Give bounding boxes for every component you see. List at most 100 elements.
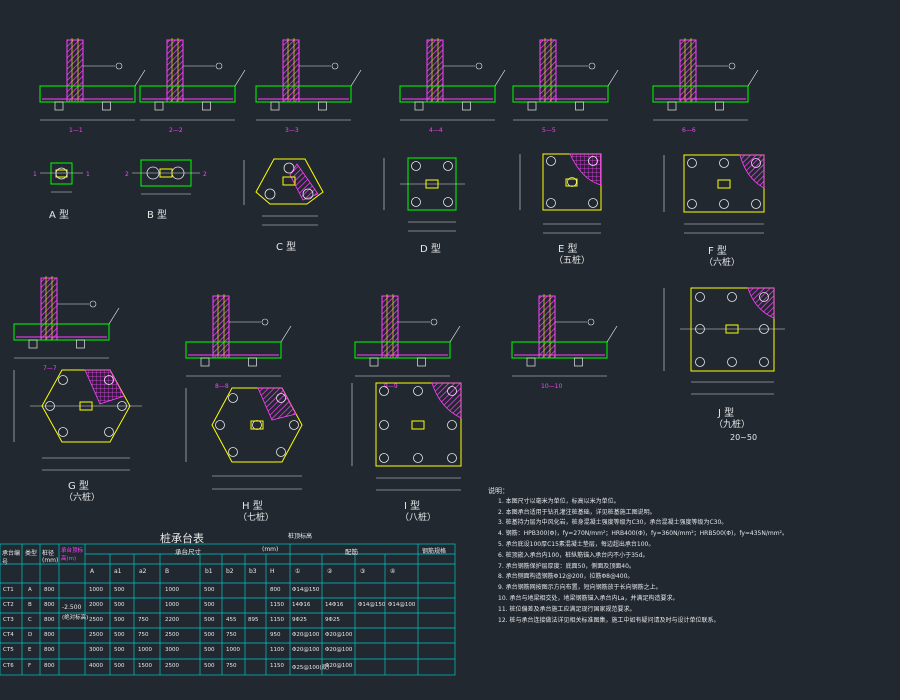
plan-sublabel-g: （六桩） bbox=[64, 493, 101, 503]
plan-label-c: C 型 bbox=[276, 242, 297, 253]
plan-d bbox=[383, 157, 465, 232]
section-drawing: 5—5 bbox=[512, 38, 619, 134]
notes-title: 说明： bbox=[488, 487, 509, 495]
section-label: 5—5 bbox=[542, 127, 556, 134]
table-header-remark: 钢筋规格 bbox=[422, 548, 447, 555]
svg-text:1: 1 bbox=[86, 171, 90, 178]
plan-g bbox=[13, 369, 142, 471]
table-col-header: B bbox=[165, 568, 170, 575]
table-cell: 4000 bbox=[89, 663, 103, 669]
table-cell: 14Φ16 bbox=[325, 602, 344, 608]
note-line: 7. 承台钢筋保护层厚度：底面50，侧面及顶面40。 bbox=[498, 562, 635, 570]
table-cell: 1500 bbox=[138, 663, 152, 669]
table-cell: 800 bbox=[44, 632, 55, 638]
section-label: 8—8 bbox=[215, 383, 229, 390]
table-cell: 500 bbox=[114, 617, 125, 623]
table-cell: 1000 bbox=[165, 587, 179, 593]
note-line: 9. 承台钢筋网按图示方向布置，短向钢筋放于长向钢筋之上。 bbox=[498, 584, 662, 592]
note-line: 10. 承台与地梁相交处，地梁钢筋锚入承台内La，并满足构造要求。 bbox=[498, 594, 679, 602]
table-cell: 500 bbox=[114, 663, 125, 669]
table-cell: 455 bbox=[226, 617, 237, 623]
note-line: 4. 钢筋：HPB300(Φ)，fy=270N/mm²；HRB400(Φ)，fy… bbox=[498, 530, 788, 538]
table-cell: 500 bbox=[114, 602, 125, 608]
table-cell: 9Φ25 bbox=[292, 617, 307, 623]
plan-j bbox=[663, 287, 785, 395]
table-cell: F bbox=[28, 663, 32, 669]
table-cell: CT6 bbox=[3, 663, 14, 669]
table-cell: 2000 bbox=[89, 602, 103, 608]
table-cell: A bbox=[28, 587, 32, 593]
table-cell: CT2 bbox=[3, 602, 14, 608]
table-cell: CT3 bbox=[3, 617, 14, 623]
section-drawing: 7—7 bbox=[13, 276, 120, 372]
table-col-header: b2 bbox=[226, 568, 234, 575]
plan-label-d: D 型 bbox=[420, 244, 441, 255]
table-cell: 14Φ16 bbox=[292, 602, 311, 608]
notes-block: 说明： 1. 本图尺寸以毫米为单位，标高以米为单位。2. 本图承台适用于钻孔灌注… bbox=[488, 486, 896, 626]
plan-sublabel-i: （八桩） bbox=[400, 513, 437, 523]
table-header-no: 承台编号 bbox=[2, 550, 21, 566]
table-cell: 895 bbox=[248, 617, 259, 623]
table-elevation-note: (绝对标高) bbox=[62, 615, 89, 621]
table-cell: CT5 bbox=[3, 647, 14, 653]
section-label: 4—4 bbox=[429, 127, 443, 134]
plan-sublabel-e: （五桩） bbox=[554, 256, 591, 266]
section-label: 9—9 bbox=[384, 383, 398, 390]
svg-text:2: 2 bbox=[203, 171, 207, 178]
table-cell: 950 bbox=[270, 632, 281, 638]
table-cell: 2500 bbox=[89, 632, 103, 638]
table-header-unit: (mm) bbox=[262, 546, 279, 553]
table-cell: 500 bbox=[204, 587, 215, 593]
plan-label-b: B 型 bbox=[147, 210, 168, 221]
table-cell: 500 bbox=[204, 647, 215, 653]
table-col-header: b3 bbox=[249, 568, 257, 575]
plan-f bbox=[663, 154, 765, 234]
table-cell: 800 bbox=[44, 647, 55, 653]
table-cell: 800 bbox=[270, 587, 281, 593]
table-cell: E bbox=[28, 647, 32, 653]
svg-text:1: 1 bbox=[33, 171, 37, 178]
table-cell: 750 bbox=[138, 632, 149, 638]
plan-sublabel-j: （九桩） bbox=[714, 420, 751, 430]
table-header-dia: 桩径(mm) bbox=[42, 550, 59, 564]
plan-c bbox=[243, 158, 324, 226]
plan-h bbox=[185, 387, 303, 490]
table-cell: Φ20@100 bbox=[292, 647, 320, 653]
section-drawing: 1—1 bbox=[39, 38, 146, 134]
section-label: 7—7 bbox=[43, 365, 57, 372]
table-col-header: A bbox=[90, 568, 95, 575]
section-drawing: 6—6 bbox=[652, 38, 759, 134]
section-drawing: 8—8 bbox=[185, 294, 292, 390]
table-cell: 800 bbox=[44, 587, 55, 593]
plan-e bbox=[519, 153, 602, 234]
section-label: 10—10 bbox=[541, 383, 562, 390]
plan-sublabel-f: （六桩） bbox=[704, 258, 741, 268]
table-cell: 2500 bbox=[165, 663, 179, 669]
table-cell: 1000 bbox=[226, 647, 240, 653]
section-drawing: 2—2 bbox=[139, 38, 246, 134]
table-col-header: ④ bbox=[390, 568, 396, 575]
plan-label-j: J 型 bbox=[718, 408, 735, 419]
table-elevation: -2.500 bbox=[62, 604, 82, 611]
table-cell: Φ14@150 bbox=[358, 602, 386, 608]
table-cell: 1150 bbox=[270, 617, 284, 623]
pile-cap-table-grid bbox=[0, 543, 456, 676]
table-cell: CT1 bbox=[3, 587, 14, 593]
table-title: 桩承台表 bbox=[160, 532, 204, 545]
plan-i bbox=[351, 382, 462, 491]
section-drawing: 9—9 bbox=[354, 294, 461, 390]
plan-label-g: G 型 bbox=[68, 481, 89, 492]
table-cell: 500 bbox=[204, 602, 215, 608]
table-col-header: a2 bbox=[139, 568, 147, 575]
plan-scale-j: 20~50 bbox=[730, 433, 758, 442]
table-cell: 1150 bbox=[270, 602, 284, 608]
section-label: 3—3 bbox=[285, 127, 299, 134]
notes-lines: 1. 本图尺寸以毫米为单位，标高以米为单位。2. 本图承台适用于钻孔灌注桩基础，… bbox=[498, 497, 896, 627]
section-drawing: 4—4 bbox=[399, 38, 506, 134]
table-cell: 800 bbox=[44, 663, 55, 669]
table-cell: Φ14@100 bbox=[388, 602, 416, 608]
table-header-elev: 承台顶标高(m) bbox=[61, 548, 84, 562]
